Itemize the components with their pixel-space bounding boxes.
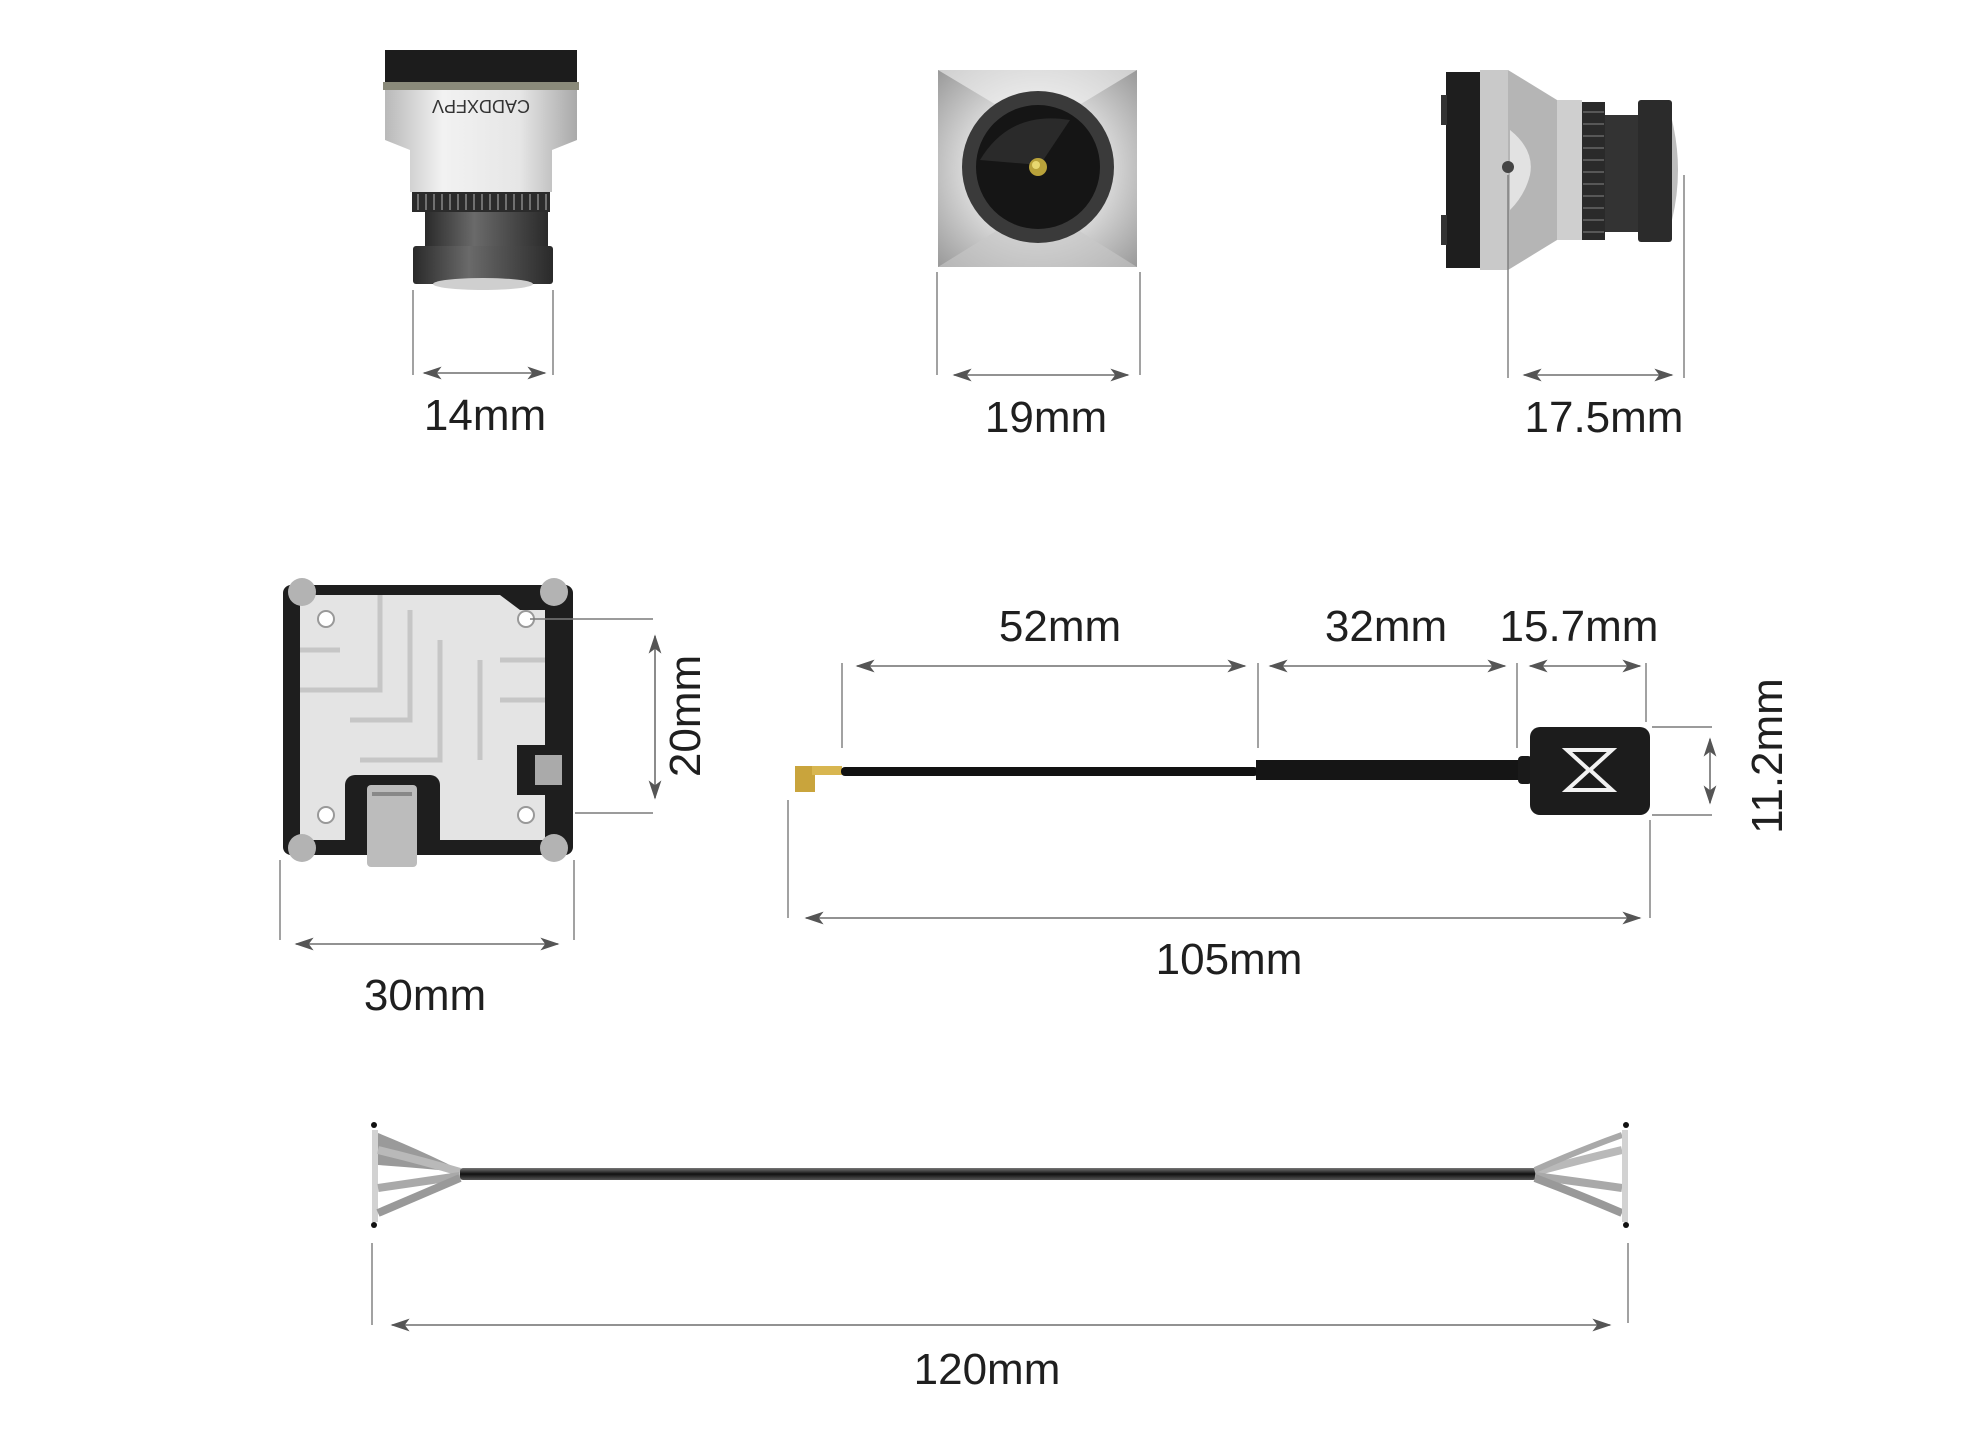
dimension-vtx-width: 30mm: [279, 860, 575, 1020]
camera-front-view: [938, 70, 1137, 267]
camera-top-view: CADDXFPV: [383, 50, 579, 290]
dimension-front-width: 19mm: [936, 272, 1141, 442]
vtx-width-label: 30mm: [364, 971, 486, 1020]
dimension-camera-length: 17.5mm: [1507, 175, 1685, 442]
vtx-board: [283, 578, 573, 867]
lens-diameter-label: 14mm: [424, 391, 546, 440]
camera-length-label: 17.5mm: [1525, 393, 1684, 442]
vtx-hole-spacing-label: 20mm: [661, 655, 710, 777]
cap-length-label: 15.7mm: [1500, 602, 1659, 651]
cap-diameter-label: 11.2mm: [1743, 678, 1792, 834]
dimension-vtx-hole-spacing: 20mm: [530, 618, 710, 814]
front-width-label: 19mm: [985, 393, 1107, 442]
camera-side-view: [1441, 70, 1678, 270]
dimension-antenna-cap-diameter: 11.2mm: [1652, 678, 1792, 834]
dimension-antenna-total: 105mm: [787, 800, 1651, 984]
antenna: [795, 727, 1650, 815]
connection-cable: [371, 1122, 1629, 1228]
mount-holes: [288, 578, 568, 862]
antenna-total-length-label: 105mm: [1156, 935, 1303, 984]
thin-cable-length-label: 52mm: [999, 602, 1121, 651]
camera-brand-text: CADDXFPV: [432, 96, 530, 116]
cable-length-label: 120mm: [914, 1345, 1061, 1394]
dimension-lens-diameter: 14mm: [412, 290, 554, 440]
focus-gear: [412, 192, 550, 212]
dimension-cable-length: 120mm: [371, 1243, 1629, 1394]
thick-cable-length-label: 32mm: [1325, 602, 1447, 651]
sigma-logo-icon: [1561, 748, 1618, 792]
dimension-antenna-segments: 52mm 32mm 15.7mm: [841, 602, 1659, 748]
